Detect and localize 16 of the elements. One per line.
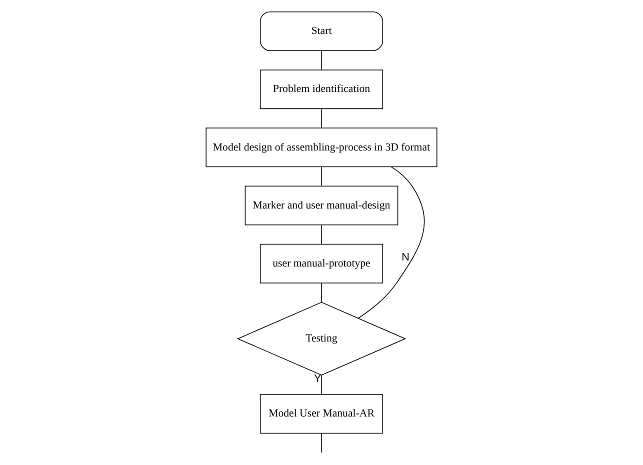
connector bbox=[321, 50, 322, 70]
connector bbox=[321, 282, 322, 303]
node-box: Problem identification bbox=[260, 70, 384, 110]
node-box: Model User Manual-AR bbox=[260, 394, 384, 434]
node-box: Marker and user manual-design bbox=[244, 186, 398, 226]
node-box: Start bbox=[260, 11, 384, 51]
connector bbox=[321, 224, 322, 244]
edge-label: Y bbox=[314, 373, 322, 386]
node-box: user manual-prototype bbox=[260, 244, 384, 284]
edge-label: N bbox=[402, 252, 410, 264]
connector bbox=[321, 374, 322, 395]
node-diamond: Testing bbox=[236, 302, 406, 376]
node-box: Model design of assembling-process in 3D format bbox=[206, 128, 438, 168]
connector bbox=[321, 432, 322, 453]
connector bbox=[321, 166, 322, 186]
connector bbox=[321, 108, 322, 128]
